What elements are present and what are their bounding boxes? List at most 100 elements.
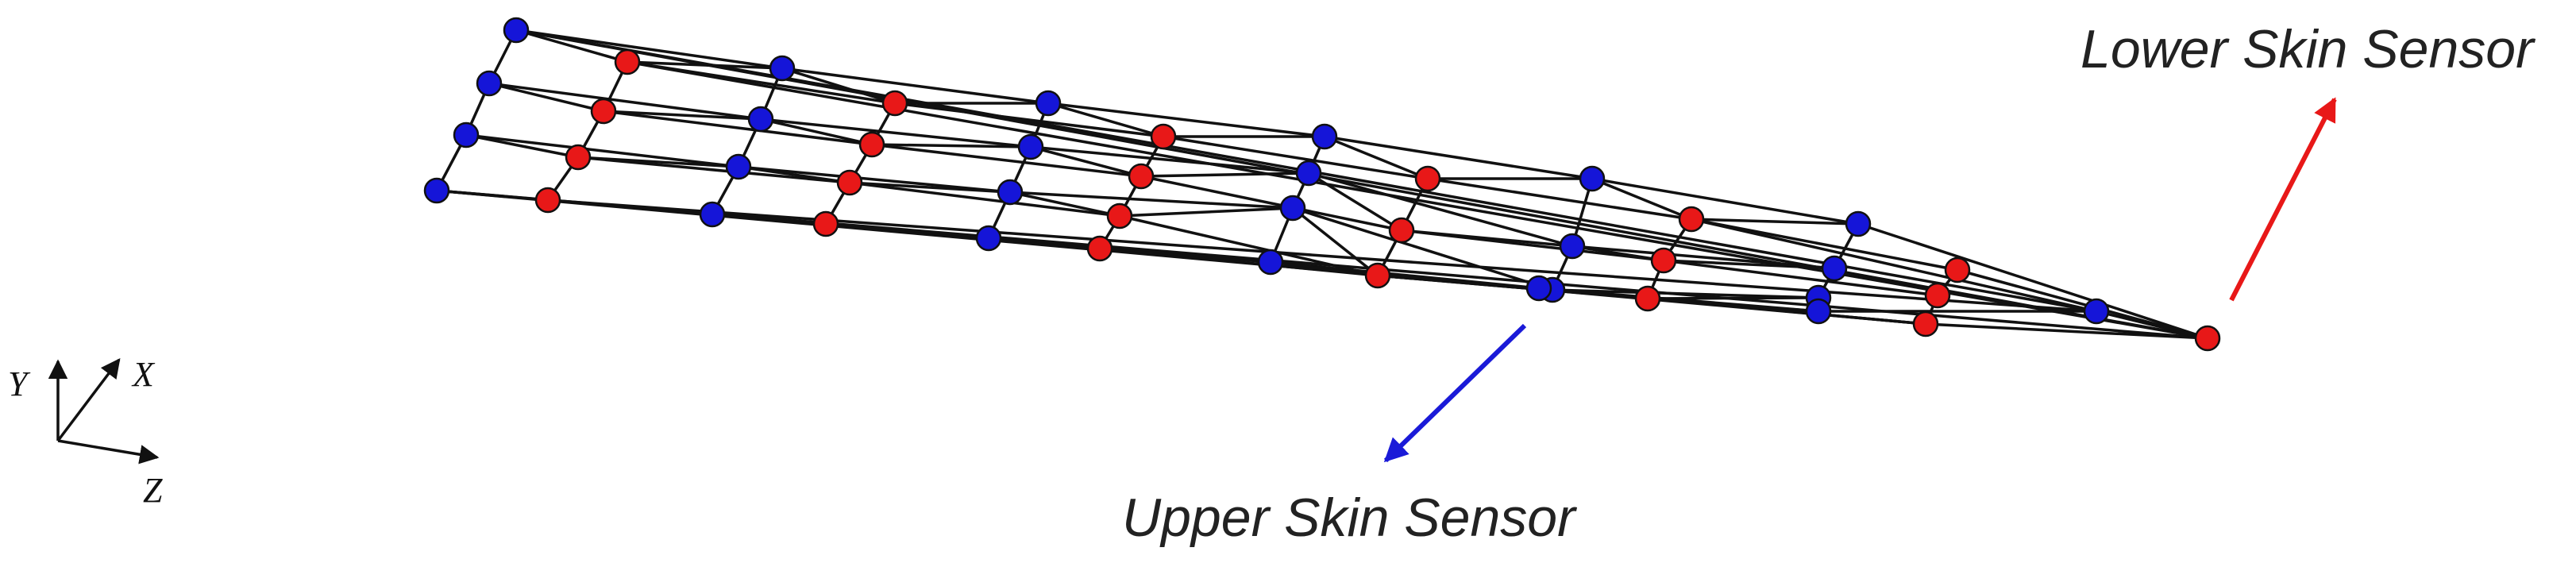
upper-sensor-node-14 [1279, 195, 1306, 222]
network-edge-122 [1957, 268, 2208, 340]
network-edge-37 [781, 67, 1049, 105]
network-edge-59 [760, 118, 873, 146]
lower-sensor-node-32 [812, 210, 839, 237]
lower-sensor-node-40 [1678, 206, 1705, 233]
upper-sensor-node-21 [1821, 255, 1848, 282]
network-edge-123 [1857, 222, 2208, 340]
network-edge-63 [1030, 145, 1142, 178]
lower-sensor-node-39 [1364, 262, 1391, 289]
lower-sensor-node-30 [858, 131, 885, 158]
lower-sensor-node-45 [1912, 310, 1939, 337]
network-edge-83 [1009, 191, 1120, 218]
network-edge-70 [1663, 259, 1938, 297]
upper-sensor-node-23 [1805, 298, 1832, 325]
lower-sensor-node-28 [534, 187, 561, 214]
lower-sensor-node-37 [1414, 165, 1441, 192]
network-edge-115 [436, 189, 2208, 340]
upper-sensor-node-3 [423, 177, 450, 204]
network-edge-43 [1047, 102, 1164, 138]
y-axis-label: Y [8, 364, 31, 403]
upper-sensor-node-1 [476, 70, 503, 97]
lower-sensor-node-46 [2194, 325, 2221, 352]
network-edge-35 [515, 29, 628, 64]
upper-sensor-node-24 [2083, 298, 2110, 325]
upper-sensor-node-6 [725, 153, 752, 180]
network-edge-39 [781, 67, 896, 105]
network-edge-79 [738, 165, 850, 184]
lower-sensor-node-34 [1128, 163, 1155, 190]
upper-sensor-node-5 [747, 106, 774, 133]
lower-sensor-node-43 [1944, 256, 1971, 283]
network-edge-116 [436, 189, 1926, 326]
network-edge-61 [1030, 145, 1309, 175]
lower-sensor-node-42 [1634, 285, 1661, 312]
network-edge-49 [1591, 177, 1859, 226]
lower-sensor-node-25 [614, 48, 641, 75]
network-edge-51 [1591, 177, 1692, 221]
lower-sensor-node-35 [1106, 202, 1133, 229]
network-edge-117 [627, 60, 2208, 340]
upper-sensor-node-20 [1845, 210, 1872, 237]
upper-sensor-node-4 [769, 55, 796, 82]
network-edge-73 [465, 133, 739, 168]
upper-sensor-node-10 [997, 179, 1024, 206]
upper-sensor-node-13 [1295, 160, 1322, 187]
upper-sensor-node-19 [1525, 275, 1552, 302]
network-edge-52 [1691, 218, 1859, 226]
network-edge-76 [577, 156, 739, 168]
upper-sensor-arrow [1383, 323, 1527, 463]
network-edge-74 [577, 156, 850, 184]
network-edge-71 [1571, 245, 1664, 262]
network-edge-118 [547, 199, 2097, 313]
network-edge-45 [1324, 135, 1593, 180]
lower-sensor-node-36 [1086, 235, 1113, 262]
network-edge-50 [1691, 218, 1958, 272]
network-edge-68 [1401, 229, 1573, 248]
network-edge-53 [488, 82, 762, 121]
lower-sensor-arrow [2229, 97, 2337, 302]
upper-sensor-node-11 [975, 225, 1002, 252]
axis-triad: Y X Z [8, 355, 163, 510]
upper-sensor-node-17 [1559, 233, 1586, 260]
network-edge-65 [1308, 172, 1573, 248]
network-edge-33 [515, 29, 783, 70]
network-edge-77 [738, 165, 1011, 194]
network-edge-60 [871, 143, 1032, 148]
network-edge-87 [1291, 206, 1379, 277]
z-axis-arrow [57, 439, 160, 465]
lower-sensor-node-33 [1150, 123, 1177, 150]
upper-sensor-node-12 [1311, 123, 1338, 150]
lower-sensor-node-27 [565, 144, 592, 171]
network-edge-75 [465, 133, 579, 159]
upper-sensor-node-2 [453, 121, 480, 148]
network-edge-46 [1427, 177, 1692, 221]
network-edge-38 [894, 102, 1164, 138]
lower-sensor-node-29 [881, 90, 908, 117]
sensor-nodes [423, 17, 2221, 352]
network-edge-124 [1691, 218, 2097, 313]
network-edge-104 [1099, 247, 1271, 264]
lower-sensor-node-26 [590, 98, 617, 125]
upper-sensor-label: Upper Skin Sensor [1122, 488, 1577, 548]
upper-sensor-node-16 [1579, 165, 1606, 192]
network-edge-54 [603, 110, 873, 146]
x-axis-arrow [56, 358, 121, 442]
lower-sensor-node-38 [1388, 217, 1415, 244]
network-edge-57 [760, 118, 1032, 148]
network-edge-42 [1163, 135, 1429, 180]
upper-sensor-node-8 [1035, 90, 1062, 117]
lower-sensor-node-41 [1650, 247, 1677, 274]
upper-sensor-node-15 [1257, 249, 1284, 276]
lower-sensor-node-44 [1924, 282, 1951, 309]
network-edge-103 [988, 237, 1101, 250]
lower-sensor-label: Lower Skin Sensor [2080, 19, 2536, 79]
network-edge-64 [1140, 172, 1309, 178]
network-edge-47 [1324, 135, 1429, 180]
upper-sensor-node-0 [503, 17, 530, 44]
z-axis-label: Z [143, 471, 163, 510]
network-edge-62 [1140, 175, 1402, 232]
network-edge-41 [1047, 102, 1325, 138]
upper-sensor-node-7 [699, 201, 726, 228]
network-edge-55 [488, 82, 604, 113]
